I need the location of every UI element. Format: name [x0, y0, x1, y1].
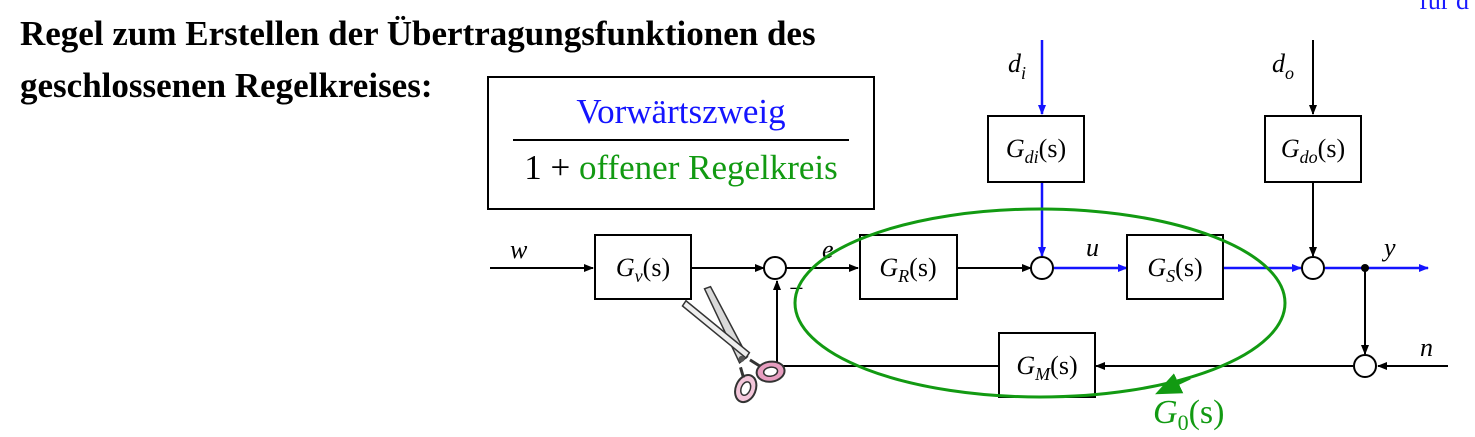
- signal-w-label: w: [510, 235, 528, 264]
- rule-denominator-prefix: 1 +: [524, 148, 579, 187]
- signal-e-label: e: [822, 235, 834, 264]
- rule-denominator: 1 + offener Regelkreis: [489, 148, 873, 188]
- block-gdo: [1264, 115, 1362, 183]
- branch-point-y: [1361, 264, 1369, 272]
- rule-denominator-open-loop: offener Regelkreis: [578, 148, 838, 187]
- block-gv: [594, 234, 692, 300]
- signal-y-label: y: [1381, 233, 1396, 262]
- sum-junction-input-disturbance: [1030, 256, 1054, 280]
- block-gdo-label: Gdo(s): [1281, 134, 1345, 167]
- open-loop-direction-arrow: [1155, 373, 1191, 395]
- open-loop-label: G0(s): [1153, 394, 1224, 435]
- sum-junction-noise: [1353, 354, 1377, 378]
- block-gr-label: GR(s): [879, 253, 936, 286]
- block-gv-label: Gv(s): [616, 253, 670, 286]
- block-gdi: [987, 115, 1085, 183]
- heading-line-1: Regel zum Erstellen der Übertragungsfunk…: [20, 14, 816, 53]
- rule-formula-box: Vorwärtszweig 1 + offener Regelkreis: [487, 76, 875, 210]
- rule-fraction-bar: [513, 139, 849, 141]
- block-gm: [998, 332, 1096, 398]
- sum-junction-output-disturbance: [1301, 256, 1325, 280]
- block-gs: [1126, 234, 1224, 300]
- corner-text-fragment: für d: [1419, 0, 1469, 15]
- scissors-icon: [681, 285, 786, 404]
- signal-n-label: n: [1420, 333, 1433, 362]
- signal-do-label: do: [1272, 49, 1294, 83]
- block-gr: [859, 234, 958, 300]
- block-gs-label: GS(s): [1147, 253, 1202, 286]
- signal-di-label: di: [1008, 49, 1026, 83]
- block-gm-label: GM(s): [1016, 351, 1077, 384]
- sum-junction-error: [763, 256, 787, 280]
- heading-line-2: geschlossenen Regelkreises:: [20, 66, 433, 105]
- signal-u-label: u: [1086, 233, 1099, 262]
- open-loop-ellipse: [793, 207, 1287, 399]
- rule-numerator: Vorwärtszweig: [576, 92, 786, 131]
- block-gdi-label: Gdi(s): [1006, 134, 1066, 167]
